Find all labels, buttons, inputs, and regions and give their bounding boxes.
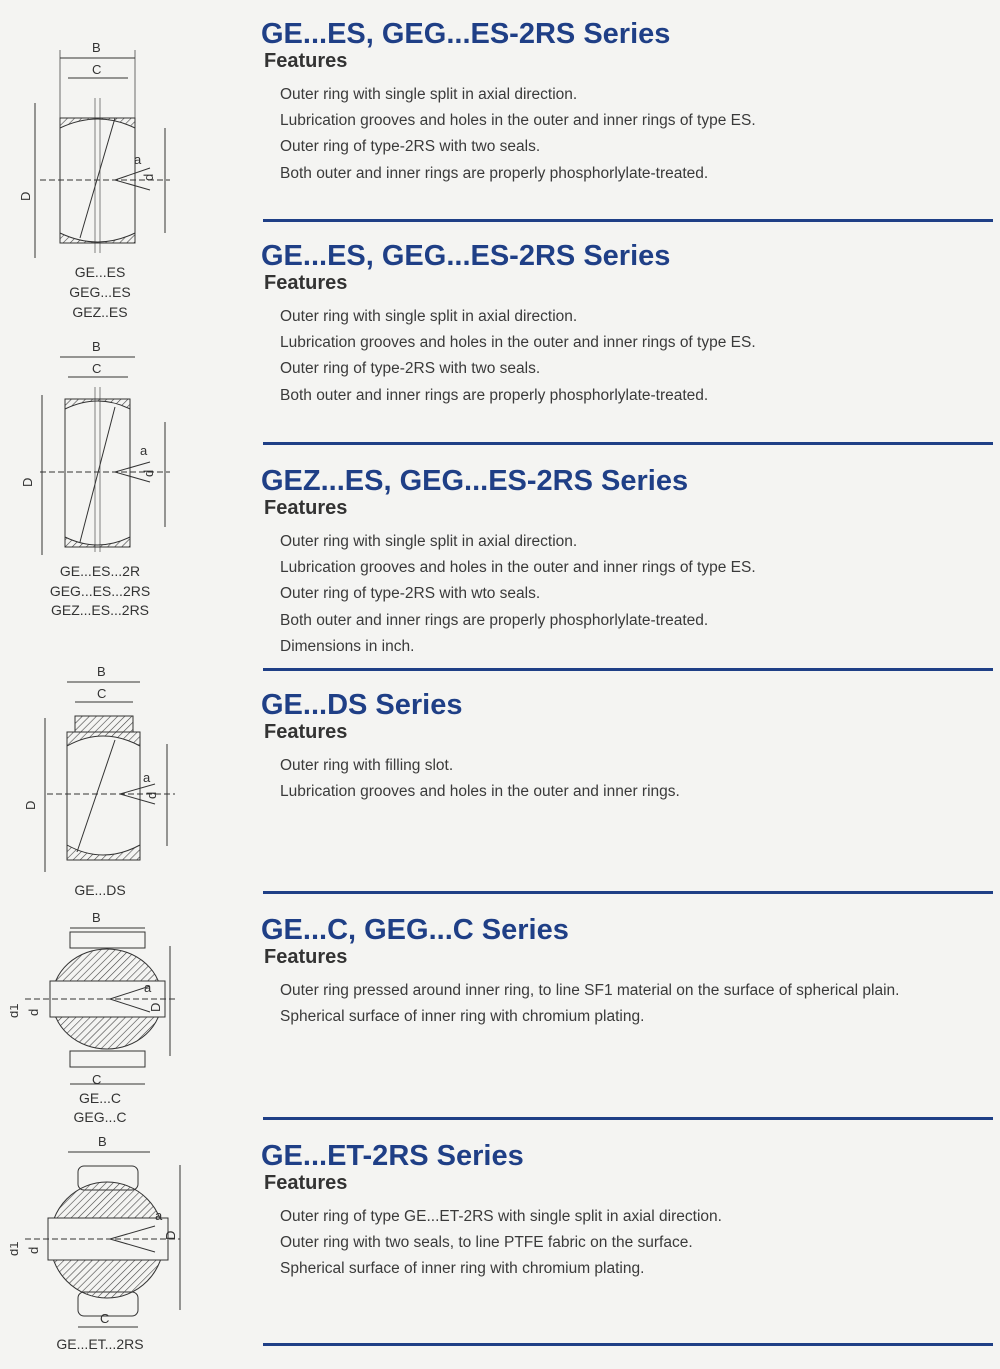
section-title: GE...ES, GEG...ES-2RS Series [261,18,671,50]
bearing-diagram-ge-c: B C a d1 d D [10,910,175,1087]
feature-list: Outer ring with single split in axial di… [280,529,756,660]
feature-item: Lubrication grooves and holes in the out… [280,783,680,801]
diagram-caption: GE...ES...2R [59,563,141,579]
features-heading: Features [264,497,348,519]
diagram-caption: GE...C [78,1090,121,1106]
diagram-caption: GEZ...ES...2RS [50,602,150,618]
bearing-diagram-ge-ds: B C a D d [25,664,175,872]
dim-label-b: B [92,910,101,925]
feature-item: Dimensions in inch. [280,637,415,655]
feature-item: Lubrication grooves and holes in the out… [280,112,756,130]
section-divider [263,1117,993,1120]
diagram-caption: GE...ES [74,264,126,280]
dim-label-small-d: d [26,1247,41,1254]
features-heading: Features [264,1172,348,1194]
dim-label-small-d: d [144,792,159,799]
feature-item: Lubrication grooves and holes in the out… [280,334,756,352]
features-heading: Features [264,272,348,294]
feature-list: Outer ring with single split in axial di… [280,304,756,409]
diagram-caption: GE...DS [74,882,126,898]
dim-label-c: C [92,62,101,77]
feature-list: Outer ring with single split in axial di… [280,82,756,187]
diagram-caption: GEG...ES [69,284,131,300]
dim-label-b: B [98,1134,107,1149]
dim-label-a: a [144,980,152,995]
section-title: GE...DS Series [261,689,463,721]
dim-label-b: B [92,40,101,55]
feature-item: Both outer and inner rings are properly … [280,611,709,629]
section-divider [263,442,993,445]
section-divider [263,891,993,894]
dim-label-b: B [92,339,101,354]
feature-item: Outer ring pressed around inner ring, to… [280,982,900,999]
section-title: GE...ET-2RS Series [261,1140,524,1172]
diagram-caption: GE...ET...2RS [56,1336,144,1352]
dim-label-small-d: d [141,174,156,181]
feature-list: Outer ring pressed around inner ring, to… [280,978,899,1030]
dim-label-big-d: D [163,1231,178,1240]
feature-item: Spherical surface of inner ring with chr… [280,1260,645,1278]
dim-label-b: B [97,664,106,679]
feature-item: Outer ring with two seals, to line PTFE … [280,1234,693,1252]
section-title: GE...C, GEG...C Series [261,914,569,946]
bearing-diagram-ge-es: B C a D d [20,40,170,258]
feature-item: Outer ring with single split in axial di… [280,308,578,325]
features-heading: Features [264,50,348,72]
bearing-diagram-ge-et-2rs: B a C d1 d D [10,1134,181,1328]
feature-item: Lubrication grooves and holes in the out… [280,559,756,577]
features-heading: Features [264,721,348,743]
dim-label-big-d: D [20,478,35,487]
dim-label-a: a [143,770,151,785]
section-divider [263,219,993,222]
dim-label-c: C [92,361,101,376]
feature-item: Outer ring with filling slot. [280,757,454,774]
diagram-caption: GEG...ES...2RS [49,583,151,599]
feature-item: Both outer and inner rings are properly … [280,386,709,404]
section-title: GEZ...ES, GEG...ES-2RS Series [261,465,689,497]
dim-label-c: C [97,686,106,701]
feature-list: Outer ring with filling slot. Lubricatio… [280,753,680,805]
dim-label-d1: d1 [10,1242,21,1256]
dim-label-big-d: D [20,192,33,201]
dim-label-a: a [155,1208,163,1223]
section-divider [263,668,993,671]
dim-label-c: C [100,1311,109,1326]
bearing-diagram-ge-es-2rs: B C a D d [20,339,170,555]
dim-label-big-d: D [25,801,38,810]
feature-list: Outer ring of type GE...ET-2RS with sing… [280,1204,722,1283]
features-heading: Features [264,946,348,968]
dim-label-small-d: d [26,1009,41,1016]
feature-item: Outer ring of type-2RS with two seals. [280,360,541,378]
diagram-caption: GEG...C [73,1109,127,1125]
dim-label-big-d: D [148,1003,163,1012]
feature-item: Outer ring of type-2RS with wto seals. [280,585,541,603]
dim-label-a: a [134,152,142,167]
dim-label-c: C [92,1072,101,1087]
feature-item: Outer ring of type GE...ET-2RS with sing… [280,1208,722,1225]
feature-item: Outer ring with single split in axial di… [280,533,578,550]
diagram-caption: GEZ..ES [72,304,128,320]
feature-item: Spherical surface of inner ring with chr… [280,1008,645,1026]
feature-item: Outer ring of type-2RS with two seals. [280,138,541,156]
dim-label-d1: d1 [10,1004,21,1018]
feature-item: Both outer and inner rings are properly … [280,164,709,182]
dim-label-small-d: d [141,470,156,477]
section-title: GE...ES, GEG...ES-2RS Series [261,240,671,272]
section-divider [263,1343,993,1346]
feature-item: Outer ring with single split in axial di… [280,86,578,103]
dim-label-a: a [140,443,148,458]
